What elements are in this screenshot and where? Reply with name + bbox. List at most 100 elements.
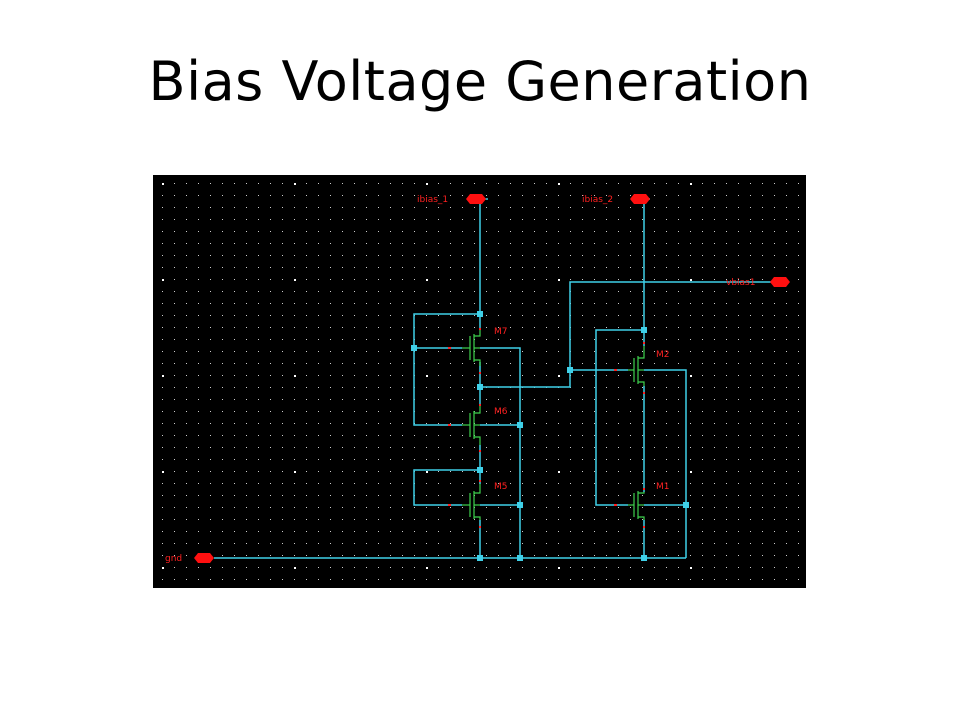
- grid-dot: [594, 351, 595, 352]
- grid-dot: [534, 555, 535, 556]
- grid-dot: [378, 495, 379, 496]
- grid-dot: [462, 519, 463, 520]
- grid-dot: [330, 351, 331, 352]
- grid-dot: [786, 447, 787, 448]
- grid-dot: [210, 483, 211, 484]
- grid-dot: [498, 195, 499, 196]
- grid-dot: [606, 471, 607, 472]
- grid-dot: [606, 507, 607, 508]
- grid-dot: [774, 219, 775, 220]
- grid-dot: [270, 207, 271, 208]
- grid-dot: [210, 387, 211, 388]
- grid-dot: [450, 207, 451, 208]
- grid-dot: [174, 255, 175, 256]
- grid-dot: [474, 459, 475, 460]
- grid-dot: [606, 351, 607, 352]
- grid-dot: [534, 351, 535, 352]
- grid-dot: [246, 435, 247, 436]
- grid-dot: [750, 519, 751, 520]
- grid-dot: [222, 567, 223, 568]
- grid-dot: [666, 459, 667, 460]
- grid-dot: [798, 231, 799, 232]
- grid-dot: [642, 303, 643, 304]
- grid-dot: [594, 279, 595, 280]
- grid-dot: [282, 555, 283, 556]
- grid-dot: [642, 579, 643, 580]
- grid-dot: [378, 459, 379, 460]
- grid-dot: [690, 399, 691, 400]
- grid-dot: [366, 267, 367, 268]
- grid-dot: [318, 519, 319, 520]
- grid-dot: [798, 375, 799, 376]
- grid-dot: [246, 315, 247, 316]
- grid-dot: [678, 327, 679, 328]
- grid-dot: [570, 495, 571, 496]
- grid-dot: [546, 231, 547, 232]
- grid-dot: [654, 507, 655, 508]
- grid-dot: [546, 531, 547, 532]
- grid-dot: [522, 435, 523, 436]
- grid-dot: [426, 387, 427, 388]
- grid-dot: [462, 291, 463, 292]
- grid-dot: [546, 207, 547, 208]
- grid-dot: [294, 375, 296, 377]
- grid-dot: [498, 567, 499, 568]
- grid-dot: [234, 555, 235, 556]
- grid-dot: [270, 519, 271, 520]
- grid-dot: [282, 543, 283, 544]
- grid-dot: [294, 459, 295, 460]
- grid-dot: [426, 519, 427, 520]
- grid-dot: [582, 495, 583, 496]
- grid-dot: [234, 507, 235, 508]
- grid-dot: [258, 459, 259, 460]
- grid-dot: [606, 399, 607, 400]
- grid-dot: [618, 255, 619, 256]
- grid-dot: [354, 435, 355, 436]
- grid-dot: [546, 567, 547, 568]
- grid-dot: [366, 219, 367, 220]
- grid-dot: [678, 507, 679, 508]
- grid-dot: [258, 231, 259, 232]
- transistor-m2: [628, 346, 645, 386]
- grid-dot: [618, 339, 619, 340]
- grid-dot: [666, 339, 667, 340]
- grid-dot: [198, 327, 199, 328]
- grid-dot: [294, 435, 295, 436]
- grid-dot: [786, 423, 787, 424]
- grid-dot: [282, 303, 283, 304]
- grid-dot: [678, 387, 679, 388]
- grid-dot: [390, 555, 391, 556]
- grid-dot: [750, 399, 751, 400]
- grid-dot: [378, 195, 379, 196]
- grid-dot: [762, 507, 763, 508]
- grid-dot: [174, 507, 175, 508]
- grid-dot: [426, 435, 427, 436]
- grid-dot: [786, 531, 787, 532]
- grid-dot: [654, 555, 655, 556]
- grid-dot: [510, 351, 511, 352]
- grid-dot: [438, 207, 439, 208]
- grid-dot: [798, 531, 799, 532]
- grid-dot: [786, 483, 787, 484]
- grid-dot: [234, 387, 235, 388]
- grid-dot: [450, 567, 451, 568]
- grid-dot: [546, 411, 547, 412]
- grid-dot: [414, 507, 415, 508]
- grid-dot: [234, 351, 235, 352]
- grid-dot: [786, 567, 787, 568]
- grid-dot: [774, 351, 775, 352]
- grid-dot: [738, 555, 739, 556]
- grid-dot: [690, 339, 691, 340]
- grid-dot: [426, 195, 427, 196]
- pin-label-ibias-2: ibias_2: [582, 195, 613, 205]
- label-m2: M2: [656, 350, 670, 360]
- grid-dot: [570, 219, 571, 220]
- grid-dot: [594, 363, 595, 364]
- grid-dot: [702, 387, 703, 388]
- grid-dot: [198, 543, 199, 544]
- grid-dot: [258, 435, 259, 436]
- grid-dot: [726, 351, 727, 352]
- grid-dot: [666, 471, 667, 472]
- grid-dot: [486, 207, 487, 208]
- grid-dot: [306, 423, 307, 424]
